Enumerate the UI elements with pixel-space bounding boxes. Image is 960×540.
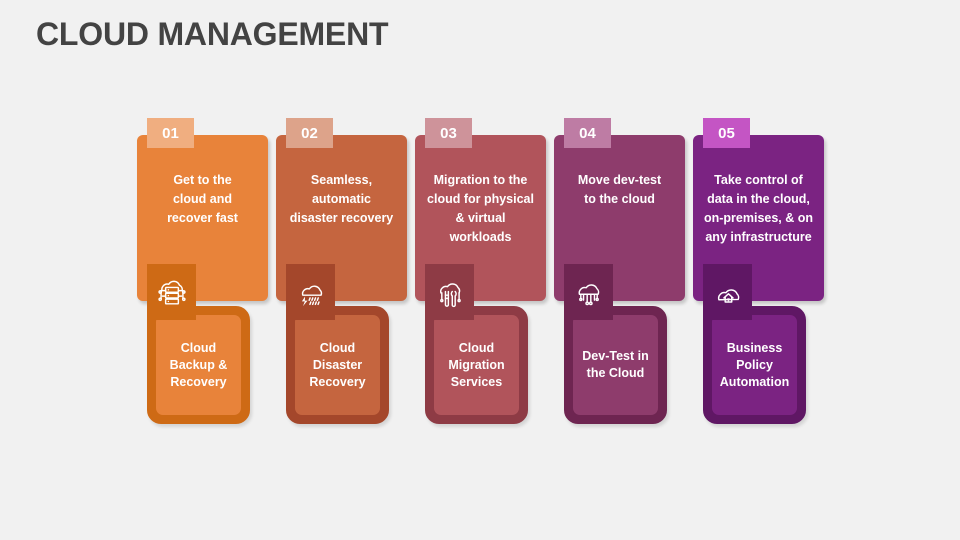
card-description: Take control of data in the cloud, on-pr… [703,173,814,244]
card-description: Move dev-test to the cloud [577,173,662,206]
card-label: Cloud Disaster Recovery [295,315,380,415]
page-title: CLOUD MANAGEMENT [36,16,389,52]
cloud-network-icon [564,264,613,320]
process-card[interactable]: Take control of data in the cloud, on-pr… [693,118,832,428]
card-label: Business Policy Automation [712,315,797,415]
card-label: Dev-Test in the Cloud [573,315,658,415]
card-number-badge: 05 [703,118,750,148]
card-label: Cloud Backup & Recovery [156,315,241,415]
cloud-tools-icon [425,264,474,320]
card-number-badge: 02 [286,118,333,148]
card-number-badge: 04 [564,118,611,148]
process-card[interactable]: Migration to the cloud for physical & vi… [415,118,554,428]
card-label-box[interactable]: Business Policy Automation [703,306,806,424]
card-number-badge: 01 [147,118,194,148]
card-description: Get to the cloud and recover fast [167,173,238,225]
cloud-server-icon [147,264,196,320]
card-label: Cloud Migration Services [434,315,519,415]
card-panel[interactable]: Seamless, automatic disaster recovery [276,135,407,301]
card-label-box[interactable]: Cloud Disaster Recovery [286,306,389,424]
card-label-box[interactable]: Dev-Test in the Cloud [564,306,667,424]
card-number-badge: 03 [425,118,472,148]
card-label-box[interactable]: Cloud Migration Services [425,306,528,424]
card-label-box[interactable]: Cloud Backup & Recovery [147,306,250,424]
card-description: Seamless, automatic disaster recovery [289,173,394,225]
storm-cloud-icon [286,264,335,320]
card-description: Migration to the cloud for physical & vi… [427,173,534,244]
cloud-home-icon [703,264,752,320]
